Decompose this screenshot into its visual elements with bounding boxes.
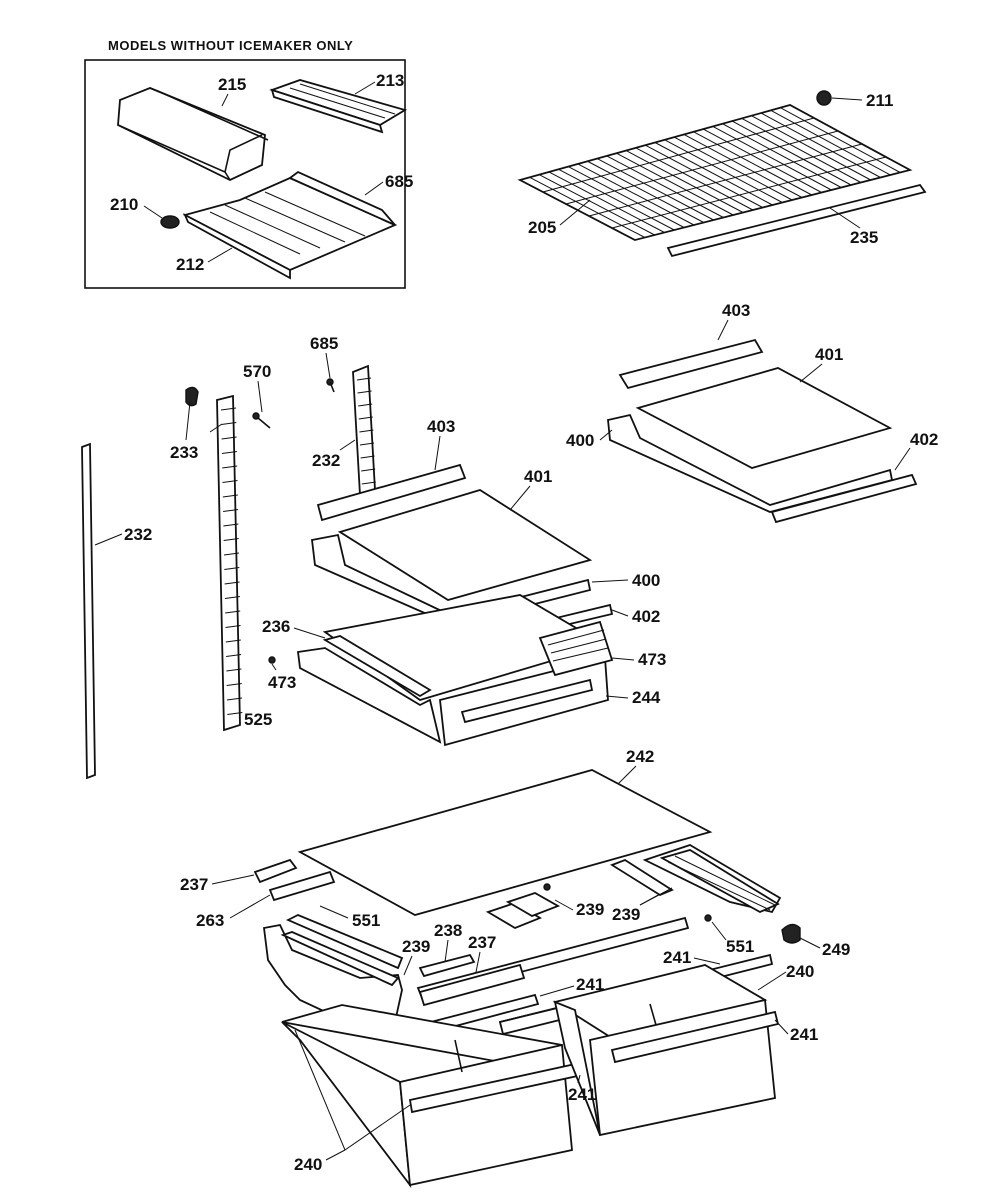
inset-frame (84, 59, 406, 289)
label-238: 238 (434, 921, 462, 940)
label-400-right: 400 (566, 431, 594, 450)
label-232-center: 232 (312, 451, 340, 470)
label-241-right-top: 241 (663, 948, 691, 967)
label-212: 212 (176, 255, 204, 274)
part-233-bracket (185, 386, 199, 407)
right-rack (609, 844, 782, 914)
part-473-pan-clip (538, 620, 614, 677)
part-240-left-drawer (281, 1004, 584, 1189)
part-242-cover-glass (297, 769, 713, 916)
label-403-right: 403 (722, 301, 750, 320)
part-400-right (607, 413, 894, 513)
label-401-center: 401 (524, 467, 552, 486)
label-403-center: 403 (427, 417, 455, 436)
label-237-left: 237 (180, 875, 208, 894)
part-403-right (618, 338, 764, 390)
label-233: 233 (170, 443, 198, 462)
label-402-center: 402 (632, 607, 660, 626)
label-244: 244 (632, 688, 661, 707)
part-205-wire-shelf (517, 104, 913, 241)
part-232-left-rail (81, 442, 96, 780)
part-211-cap (816, 90, 832, 106)
part-215-ice-bin (117, 87, 269, 181)
label-402-right: 402 (910, 430, 938, 449)
part-240-right-drawer (552, 964, 780, 1137)
part-263 (268, 870, 336, 902)
label-213: 213 (376, 71, 404, 90)
label-241-right: 241 (790, 1025, 818, 1044)
part-239-strip (285, 914, 404, 970)
part-239-clips (485, 883, 561, 930)
part-685-screw (326, 378, 335, 393)
part-403-center (316, 463, 467, 522)
label-551-left: 551 (352, 911, 380, 930)
label-232-left: 232 (124, 525, 152, 544)
label-241-center: 241 (576, 975, 604, 994)
part-213-ice-tray (269, 79, 408, 134)
label-237-center: 237 (468, 933, 496, 952)
label-239-right: 239 (612, 905, 640, 924)
part-236-rail (322, 635, 432, 698)
part-401-right (635, 367, 893, 469)
label-235: 235 (850, 228, 878, 247)
label-205: 205 (528, 218, 556, 237)
part-525-ladder-rail (216, 394, 243, 732)
part-401-center (337, 489, 593, 601)
right-glass-shelf (607, 338, 918, 524)
part-402-right (770, 473, 918, 524)
label-685-center: 685 (310, 334, 338, 353)
label-249: 249 (822, 940, 850, 959)
label-400-center: 400 (632, 571, 660, 590)
label-263: 263 (196, 911, 224, 930)
label-215: 215 (218, 75, 246, 94)
label-473-right: 473 (638, 650, 666, 669)
label-401-right: 401 (815, 345, 843, 364)
inset-title: MODELS WITHOUT ICEMAKER ONLY (108, 38, 353, 53)
part-238 (418, 953, 476, 978)
part-249-cap (781, 923, 801, 944)
label-240-left: 240 (294, 1155, 322, 1174)
part-570-screw (252, 412, 271, 429)
part-212-ice-bucket (182, 170, 398, 280)
label-241-bottom: 241 (568, 1085, 596, 1104)
icemaker-inset: MODELS WITHOUT ICEMAKER ONLY (84, 38, 413, 289)
label-525: 525 (244, 710, 272, 729)
label-239-center: 239 (576, 900, 604, 919)
label-242: 242 (626, 747, 654, 766)
label-239-left: 239 (402, 937, 430, 956)
label-236: 236 (262, 617, 290, 636)
label-551-right: 551 (726, 937, 754, 956)
label-685: 685 (385, 172, 413, 191)
label-210: 210 (110, 195, 138, 214)
part-244-pan (296, 594, 614, 747)
label-240-right: 240 (786, 962, 814, 981)
bottom-left-parts (253, 858, 404, 1029)
label-570: 570 (243, 362, 271, 381)
label-211: 211 (866, 91, 893, 110)
label-473-left: 473 (268, 673, 296, 692)
part-237-left (253, 858, 298, 884)
part-232-center-rail (352, 364, 376, 497)
part-235-shelf-rail (666, 183, 927, 258)
part-210-clip (160, 215, 180, 229)
